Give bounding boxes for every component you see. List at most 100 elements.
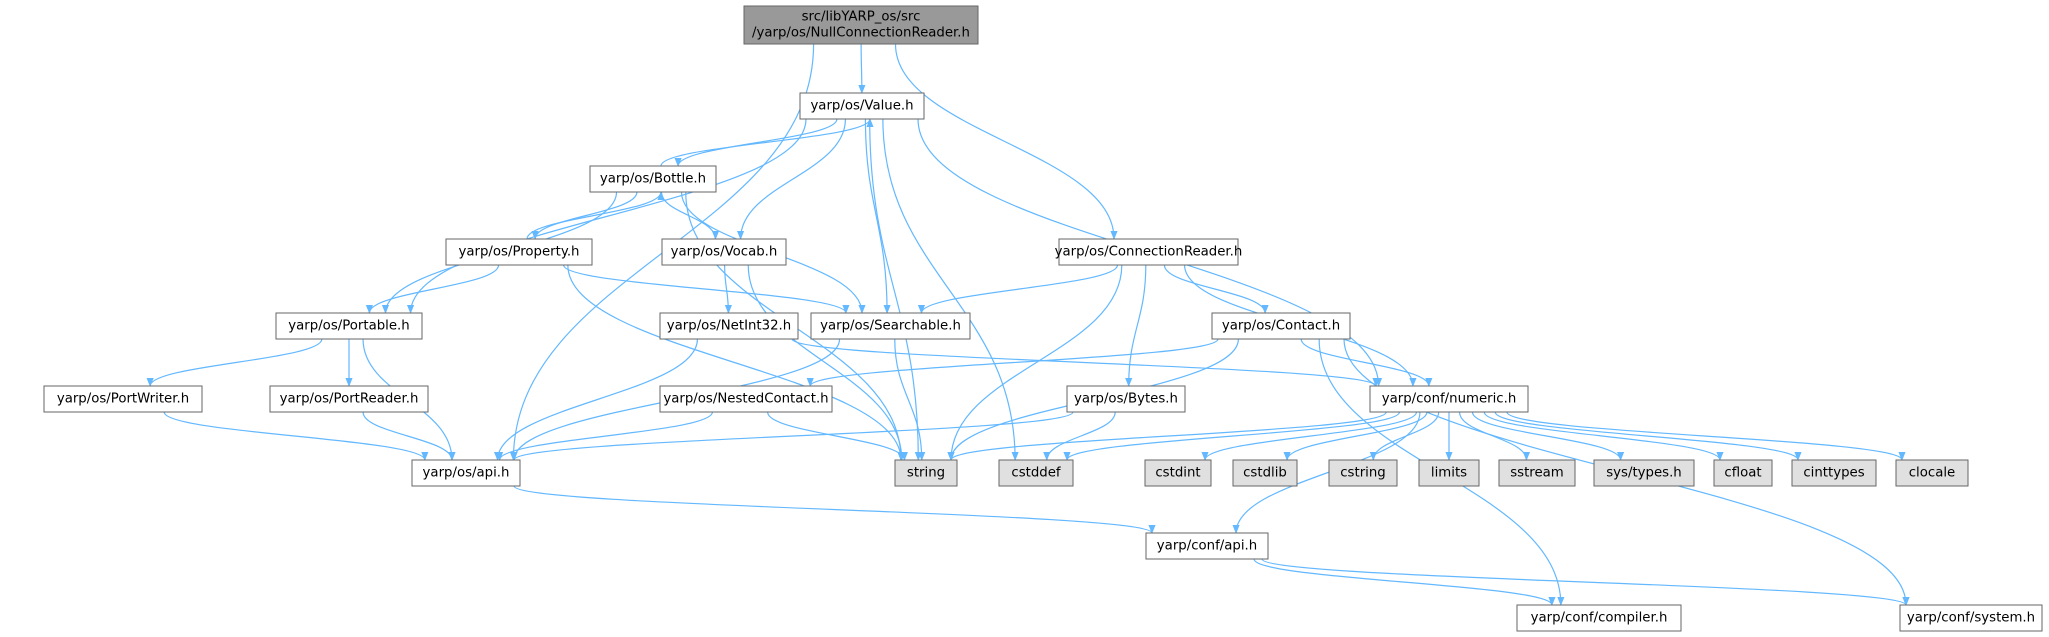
edge-portwriter-to-osapi [163, 411, 429, 461]
node-label: src/libYARP_os/src [802, 10, 921, 25]
edge-bytes-to-cstddef [1043, 411, 1116, 461]
node-label: yarp/os/ConnectionReader.h [1055, 245, 1243, 260]
edge-numeric-to-string [947, 411, 1387, 461]
node-box [1328, 459, 1398, 487]
node-label: yarp/os/api.h [423, 466, 510, 481]
node-box [43, 385, 203, 413]
node-label: cstdlib [1243, 466, 1287, 481]
node-contact[interactable]: yarp/os/Contact.h [1211, 312, 1351, 340]
node-label: cstddef [1011, 466, 1061, 481]
edge-connreader-to-searchable [917, 264, 1119, 314]
node-box [661, 238, 787, 266]
nodes-layer: src/libYARP_os/src/yarp/os/NullConnectio… [43, 5, 2043, 632]
edge-nested-to-string [767, 411, 908, 461]
node-value[interactable]: yarp/os/Value.h [799, 92, 925, 120]
node-box [1211, 312, 1351, 340]
node-box [1066, 385, 1186, 413]
node-nested[interactable]: yarp/os/NestedContact.h [659, 385, 833, 413]
node-portwriter[interactable]: yarp/os/PortWriter.h [43, 385, 203, 413]
node-box [589, 165, 717, 193]
node-property[interactable]: yarp/os/Property.h [445, 238, 593, 266]
node-box [799, 92, 925, 120]
edge-vocab-to-string [747, 264, 906, 461]
edge-numeric-to-systypes [1471, 411, 1625, 461]
node-box [1232, 459, 1298, 487]
edge-portable-to-portwriter [146, 338, 323, 387]
node-box [743, 5, 979, 45]
node-label: yarp/os/PortWriter.h [57, 392, 189, 407]
node-connreader[interactable]: yarp/os/ConnectionReader.h [1055, 238, 1243, 266]
node-portreader[interactable]: yarp/os/PortReader.h [269, 385, 429, 413]
node-label: yarp/os/NetInt32.h [667, 319, 791, 334]
node-searchable[interactable]: yarp/os/Searchable.h [810, 312, 971, 340]
node-label: sys/types.h [1606, 466, 1682, 481]
node-clocale: clocale [1895, 459, 1969, 487]
node-systypes: sys/types.h [1593, 459, 1695, 487]
edge-numeric-to-cfloat [1483, 411, 1724, 461]
node-box [810, 312, 971, 340]
node-box [1895, 459, 1969, 487]
node-string: string [894, 459, 958, 487]
edge-bytes-to-osapi [510, 411, 1074, 461]
edge-confapi-to-compiler [1253, 558, 1556, 606]
node-box [894, 459, 958, 487]
node-label: yarp/conf/api.h [1157, 539, 1257, 554]
edge-numeric-to-confapi [1232, 411, 1421, 534]
node-label: limits [1431, 466, 1467, 481]
node-label: yarp/os/Vocab.h [671, 245, 778, 260]
node-label: yarp/os/NestedContact.h [663, 392, 828, 407]
edge-numeric-to-clocale [1506, 411, 1906, 461]
node-compiler[interactable]: yarp/conf/compiler.h [1516, 604, 1682, 632]
node-label: yarp/os/Portable.h [288, 319, 409, 334]
node-box [1498, 459, 1576, 487]
node-root[interactable]: src/libYARP_os/src/yarp/os/NullConnectio… [743, 5, 979, 45]
node-vocab[interactable]: yarp/os/Vocab.h [661, 238, 787, 266]
node-label: cinttypes [1803, 466, 1864, 481]
edge-confapi-to-system [1261, 558, 1910, 606]
node-numeric[interactable]: yarp/conf/numeric.h [1369, 385, 1529, 413]
edge-netint32-to-numeric [791, 338, 1380, 387]
node-box [269, 385, 429, 413]
edge-searchable-to-string [894, 338, 926, 461]
node-bytes[interactable]: yarp/os/Bytes.h [1066, 385, 1186, 413]
node-system[interactable]: yarp/conf/system.h [1899, 604, 2043, 632]
edge-root-to-value [858, 43, 866, 94]
edge-value-to-bottle [674, 118, 838, 167]
edge-bottle-to-property [531, 191, 638, 240]
edge-property-to-string [567, 264, 905, 461]
edge-numeric-to-cstddef [1063, 411, 1401, 461]
node-bottle[interactable]: yarp/os/Bottle.h [589, 165, 717, 193]
edge-value-to-vocab [736, 118, 847, 240]
node-box [1713, 459, 1773, 487]
node-netint32[interactable]: yarp/os/NetInt32.h [659, 312, 799, 340]
node-box [1369, 385, 1529, 413]
edge-value-to-string [869, 118, 922, 461]
node-label: yarp/os/Searchable.h [820, 319, 961, 334]
node-cstdlib: cstdlib [1232, 459, 1298, 487]
node-cinttypes: cinttypes [1791, 459, 1877, 487]
edge-osapi-to-confapi [513, 485, 1156, 534]
node-label: yarp/conf/numeric.h [1382, 392, 1517, 407]
node-label: yarp/os/Bottle.h [600, 172, 706, 187]
edge-connreader-to-bytes [1125, 264, 1147, 387]
edge-property-to-searchable [562, 264, 850, 314]
node-cstring: cstring [1328, 459, 1398, 487]
node-portable[interactable]: yarp/os/Portable.h [275, 312, 423, 340]
node-label: yarp/os/Bytes.h [1074, 392, 1178, 407]
node-label: sstream [1510, 466, 1564, 481]
edge-numeric-to-cinttypes [1494, 411, 1802, 461]
node-osapi[interactable]: yarp/os/api.h [411, 459, 521, 487]
node-label: cstdint [1155, 466, 1200, 481]
node-label: yarp/os/Property.h [459, 245, 580, 260]
node-cfloat: cfloat [1713, 459, 1773, 487]
node-confapi[interactable]: yarp/conf/api.h [1145, 532, 1269, 560]
edge-value-to-portable [406, 118, 807, 314]
node-box [411, 459, 521, 487]
edge-vocab-to-netint32 [724, 264, 732, 314]
edge-bottle-to-value [660, 118, 874, 167]
node-box [1145, 532, 1269, 560]
edge-connreader-to-contact [1163, 264, 1269, 314]
node-box [1418, 459, 1480, 487]
node-cstdint: cstdint [1144, 459, 1212, 487]
